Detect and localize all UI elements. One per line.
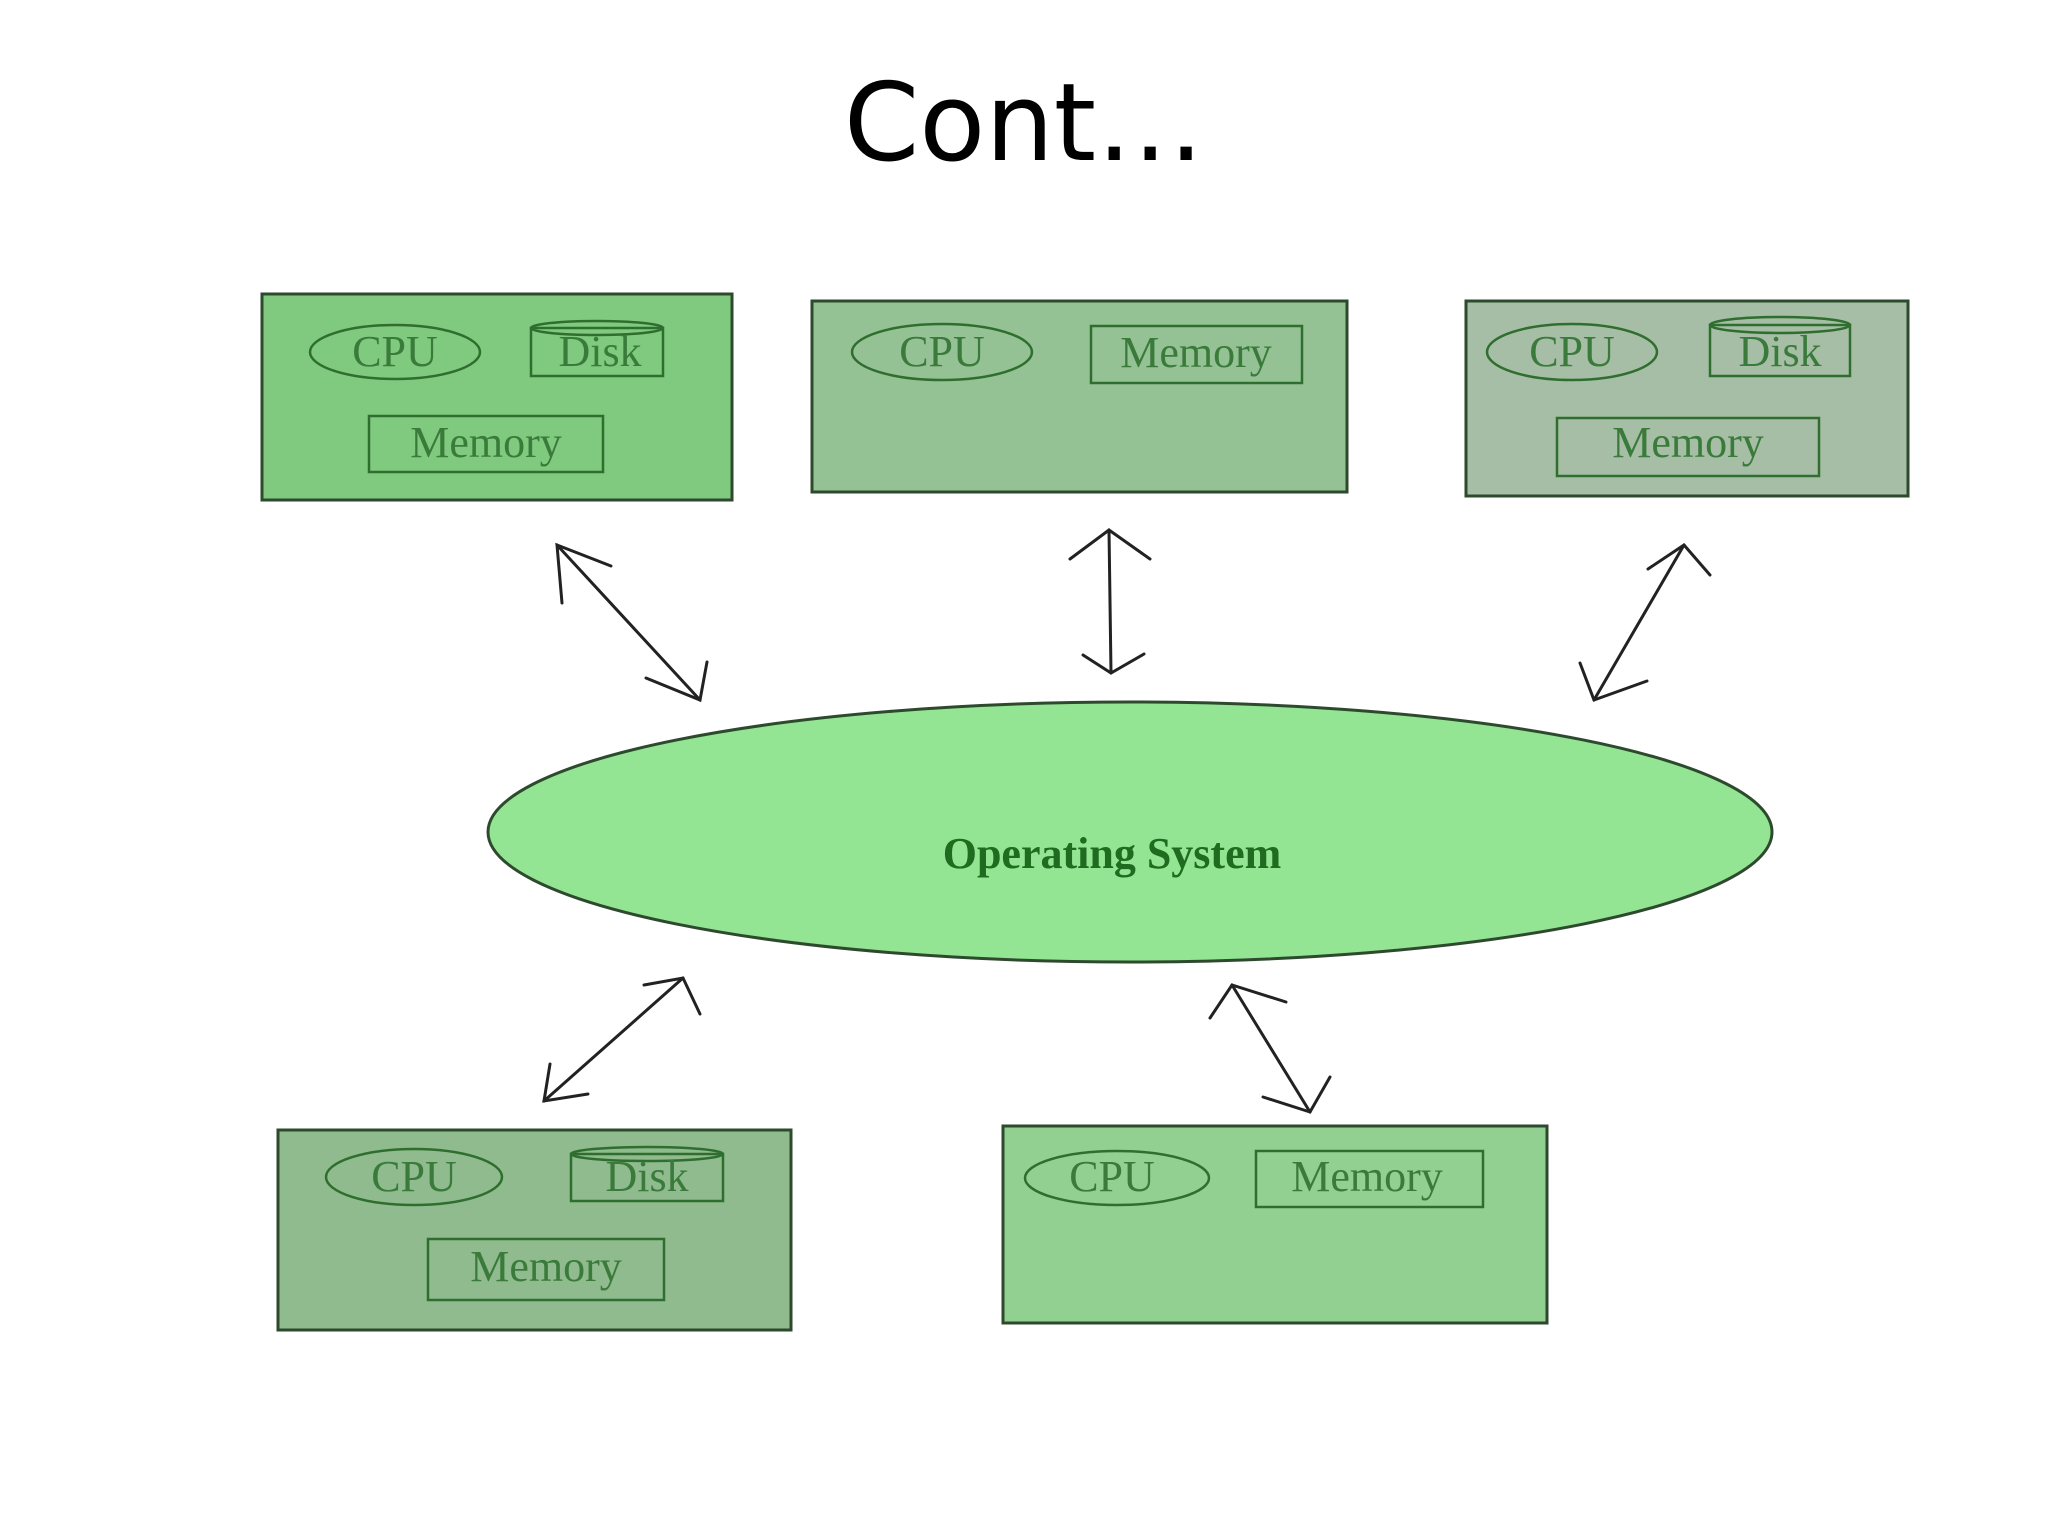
operating-system-node: Operating System xyxy=(486,700,1774,964)
node-2-box xyxy=(810,299,1349,494)
memory-shape xyxy=(1089,324,1304,385)
disk-label: Disk xyxy=(558,327,641,376)
disk-icon xyxy=(529,319,665,378)
cpu-shape xyxy=(324,1147,504,1207)
computer-node-2: CPU Memory xyxy=(810,299,1349,494)
computer-node-5: CPU Memory xyxy=(1001,1124,1549,1325)
slide-title: Cont… xyxy=(843,61,1205,186)
memory-label: Memory xyxy=(1291,1152,1443,1201)
cpu-shape xyxy=(1023,1149,1211,1207)
cpu-shape xyxy=(1485,322,1659,382)
memory-label: Memory xyxy=(470,1242,622,1291)
computer-node-1: CPU Disk Memory xyxy=(260,292,734,502)
cpu-label: CPU xyxy=(371,1152,457,1201)
node-4-box xyxy=(276,1128,793,1332)
cpu-shape xyxy=(308,323,482,381)
cpu-label: CPU xyxy=(1069,1152,1155,1201)
memory-label: Memory xyxy=(1120,328,1272,377)
connector-node-1-os xyxy=(555,542,709,703)
disk-label: Disk xyxy=(605,1152,688,1201)
cpu-label: CPU xyxy=(899,327,985,376)
node-5-box xyxy=(1001,1124,1549,1325)
memory-label: Memory xyxy=(410,418,562,467)
connector-node-5-os xyxy=(1208,983,1332,1114)
disk-icon xyxy=(1708,315,1852,378)
node-1-box xyxy=(260,292,734,502)
cpu-label: CPU xyxy=(352,327,438,376)
cpu-shape xyxy=(850,322,1034,382)
node-3-box xyxy=(1464,299,1910,498)
memory-shape xyxy=(367,414,605,474)
computer-node-4: CPU Disk Memory xyxy=(276,1128,793,1332)
operating-system-ellipse xyxy=(486,700,1774,964)
disk-label: Disk xyxy=(1738,327,1821,376)
operating-system-label: Operating System xyxy=(943,829,1282,878)
memory-shape xyxy=(1555,416,1821,478)
computer-node-3: CPU Disk Memory xyxy=(1464,299,1910,498)
connector-node-3-os xyxy=(1578,543,1712,702)
memory-shape xyxy=(1254,1149,1485,1209)
disk-icon xyxy=(569,1145,725,1203)
connector-node-2-os xyxy=(1068,528,1152,675)
memory-shape xyxy=(426,1237,666,1302)
memory-label: Memory xyxy=(1612,418,1764,467)
cpu-label: CPU xyxy=(1529,327,1615,376)
connector-node-4-os xyxy=(542,976,702,1103)
